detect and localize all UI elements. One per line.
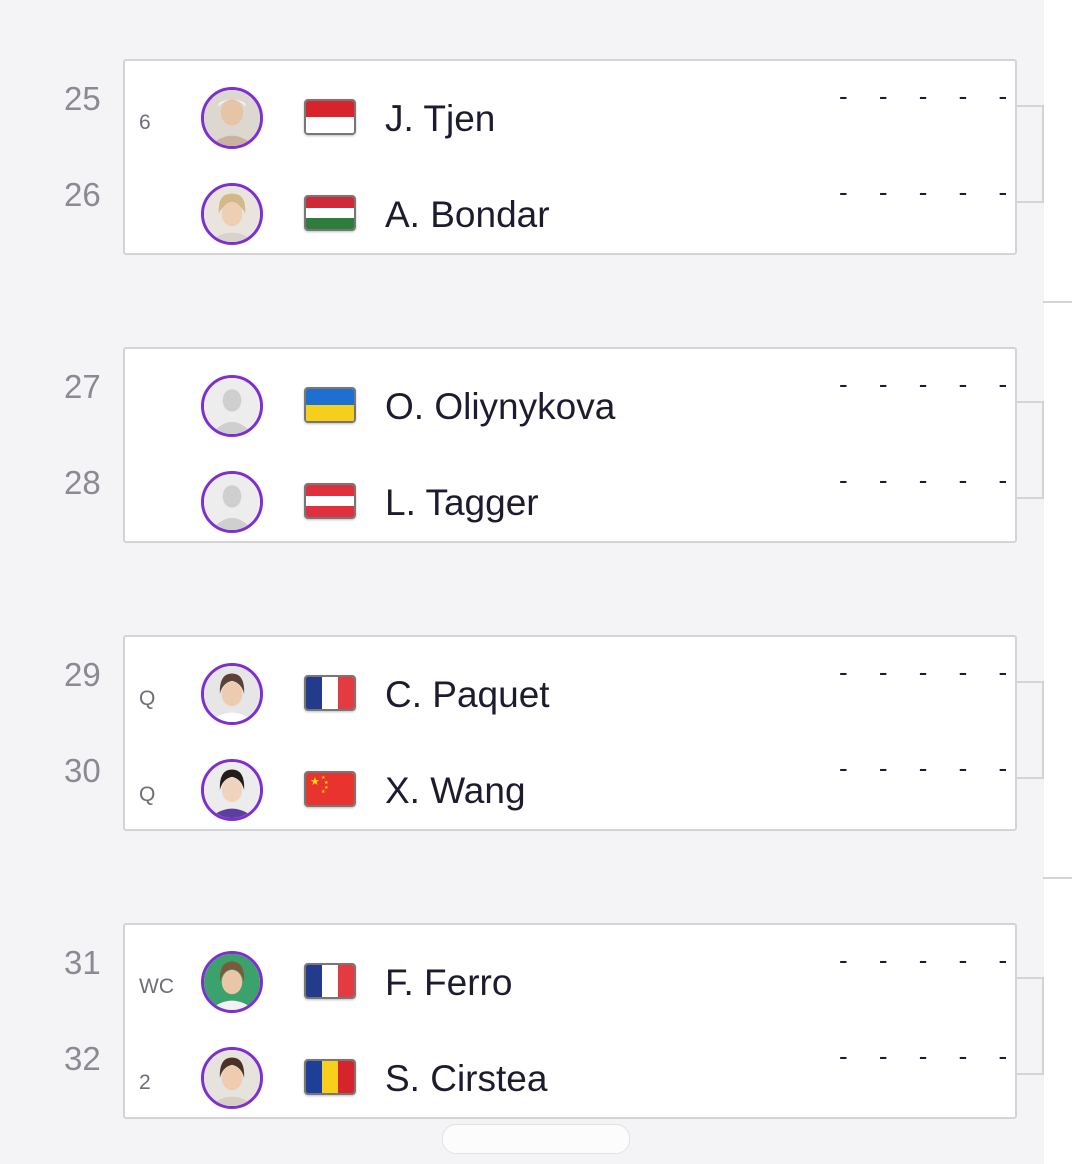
seed-label: 6: [139, 111, 151, 134]
score-placeholder: - - - - -: [839, 177, 1020, 207]
player-name[interactable]: L. Tagger: [385, 482, 539, 523]
player-name[interactable]: A. Bondar: [385, 194, 550, 235]
score-placeholder: - - - - -: [839, 657, 1020, 687]
player-name[interactable]: J. Tjen: [385, 98, 496, 139]
score-placeholder: - - - - -: [839, 369, 1020, 399]
score-placeholder: - - - - -: [839, 81, 1020, 111]
player-avatar[interactable]: [201, 87, 263, 149]
player-avatar[interactable]: [201, 663, 263, 725]
match-card[interactable]: 6 J. Tjen - - - - - A. Bondar - - - - -: [123, 59, 1017, 255]
player-row[interactable]: WC F. Ferro - - - - -: [125, 937, 1015, 1033]
draw-line-number: 30: [64, 752, 101, 789]
seed-label: 2: [139, 1071, 151, 1094]
player-name[interactable]: C. Paquet: [385, 674, 550, 715]
player-name[interactable]: F. Ferro: [385, 962, 513, 1003]
svg-text:★: ★: [310, 776, 320, 788]
entry-status-label: Q: [139, 783, 156, 806]
ukraine-flag: [304, 387, 356, 423]
draw-line-number: 31: [64, 944, 101, 981]
next-round-column: [1044, 0, 1072, 1164]
player-avatar[interactable]: [201, 951, 263, 1013]
player-avatar[interactable]: [201, 1047, 263, 1109]
player-row[interactable]: O. Oliynykova - - - - -: [125, 361, 1015, 457]
china-flag: ★★★★★: [304, 771, 356, 807]
match-card[interactable]: O. Oliynykova - - - - - L. Tagger - - - …: [123, 347, 1017, 543]
entry-status-label: WC: [139, 975, 174, 998]
player-row[interactable]: 2 S. Cirstea - - - - -: [125, 1033, 1015, 1129]
svg-text:★: ★: [324, 780, 329, 786]
player-row[interactable]: A. Bondar - - - - -: [125, 169, 1015, 265]
player-avatar[interactable]: [201, 759, 263, 821]
placeholder-avatar-icon[interactable]: [201, 471, 263, 533]
draw-line-number: 29: [64, 656, 101, 693]
player-row[interactable]: Q ★★★★★ X. Wang - - - - -: [125, 745, 1015, 841]
draw-line-number: 32: [64, 1040, 101, 1077]
player-avatar[interactable]: [201, 183, 263, 245]
svg-text:★: ★: [321, 789, 326, 795]
placeholder-avatar-icon[interactable]: [201, 375, 263, 437]
match-card[interactable]: Q C. Paquet - - - - - Q ★★★★★ X. Wang - …: [123, 635, 1017, 831]
draw-line-number: 26: [64, 176, 101, 213]
svg-text:★: ★: [324, 785, 329, 791]
france-flag: [304, 963, 356, 999]
indonesia-flag: [304, 99, 356, 135]
player-row[interactable]: L. Tagger - - - - -: [125, 457, 1015, 553]
entry-status-label: Q: [139, 687, 156, 710]
watermark: [442, 1124, 630, 1154]
draw-line-number: 28: [64, 464, 101, 501]
france-flag: [304, 675, 356, 711]
draw-line-number: 27: [64, 368, 101, 405]
player-row[interactable]: Q C. Paquet - - - - -: [125, 649, 1015, 745]
score-placeholder: - - - - -: [839, 1041, 1020, 1071]
draw-line-number: 25: [64, 80, 101, 117]
romania-flag: [304, 1059, 356, 1095]
score-placeholder: - - - - -: [839, 945, 1020, 975]
score-placeholder: - - - - -: [839, 465, 1020, 495]
player-name[interactable]: X. Wang: [385, 770, 526, 811]
player-row[interactable]: 6 J. Tjen - - - - -: [125, 73, 1015, 169]
player-name[interactable]: S. Cirstea: [385, 1058, 548, 1099]
player-name[interactable]: O. Oliynykova: [385, 386, 616, 427]
austria-flag: [304, 483, 356, 519]
hungary-flag: [304, 195, 356, 231]
match-card[interactable]: WC F. Ferro - - - - - 2 S. Cirstea - - -…: [123, 923, 1017, 1119]
score-placeholder: - - - - -: [839, 753, 1020, 783]
svg-text:★: ★: [321, 775, 326, 781]
